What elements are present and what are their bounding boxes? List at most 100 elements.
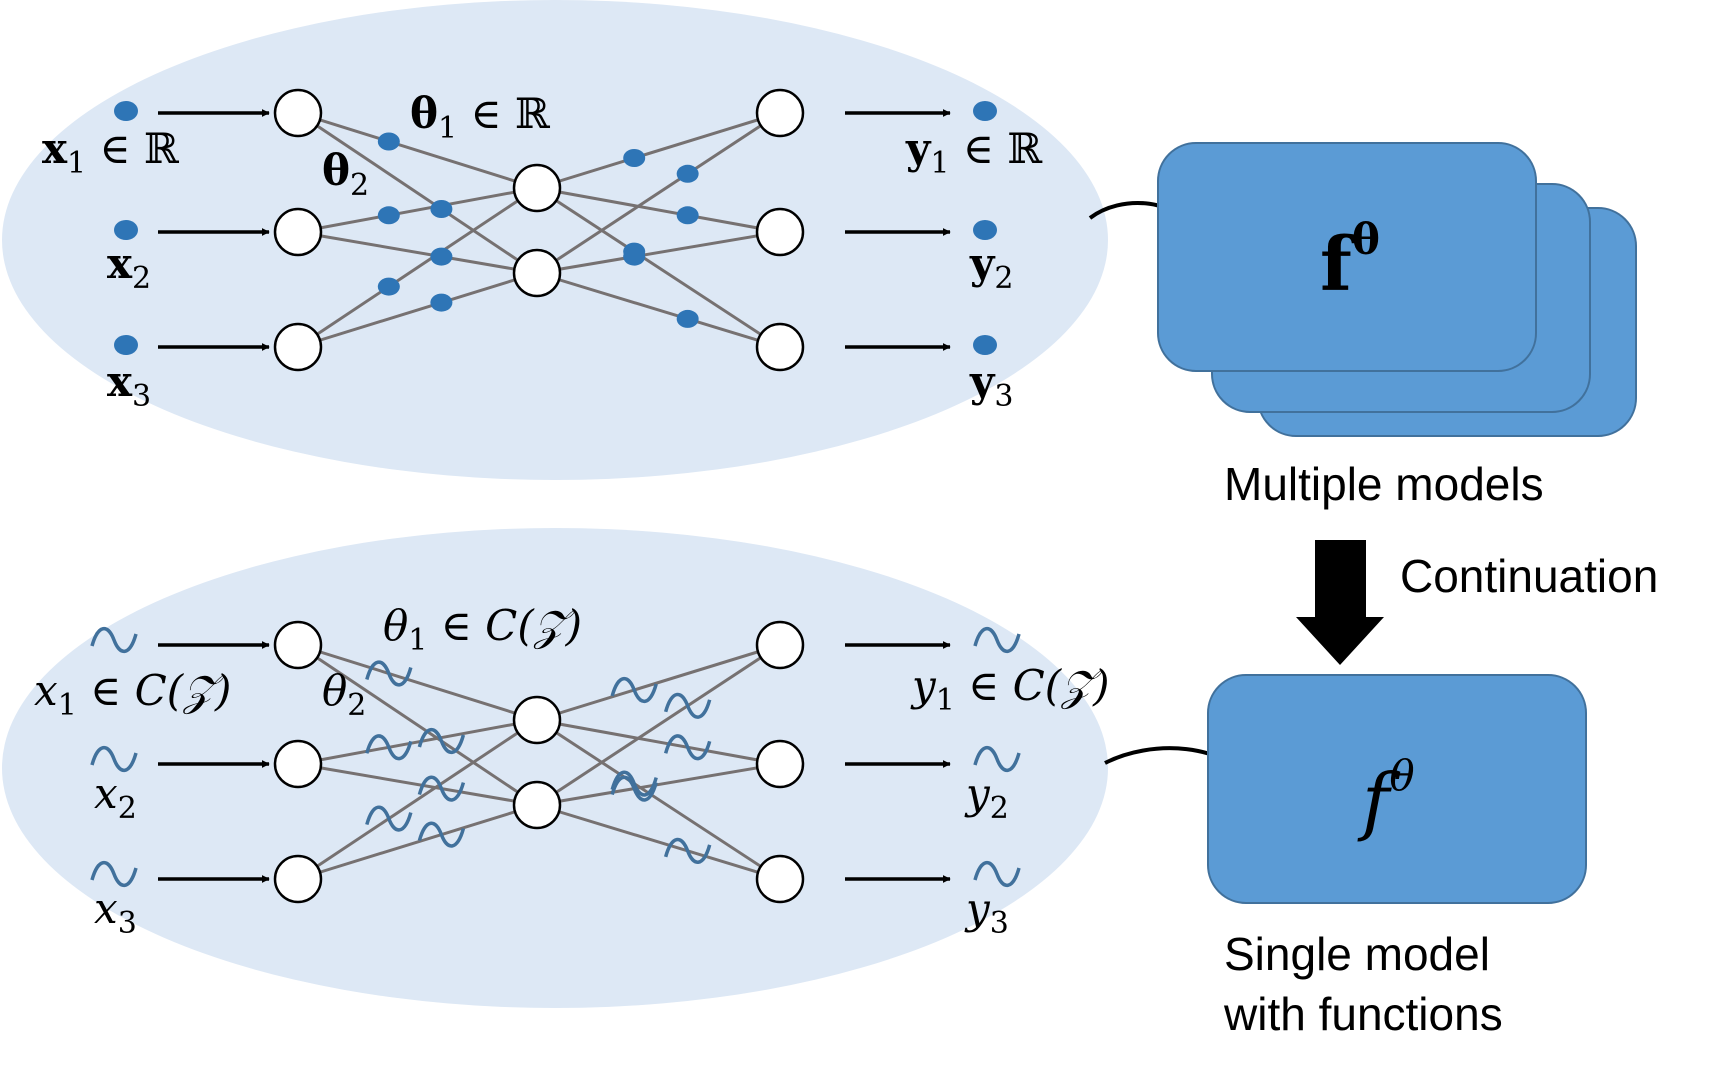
neuron-3 bbox=[273, 854, 323, 904]
output-function-icon-1 bbox=[973, 627, 1021, 653]
bottom-weight-functions bbox=[365, 660, 712, 864]
top-io-arrows bbox=[114, 101, 997, 355]
edge-hidden-2-out-1 bbox=[536, 111, 781, 275]
output-dot-2 bbox=[973, 220, 997, 240]
edge-in-2-hidden-2 bbox=[297, 230, 538, 275]
neuron-8 bbox=[755, 322, 805, 372]
weight-wave-9 bbox=[610, 770, 658, 797]
single-model: fθ bbox=[1207, 674, 1587, 904]
neuron-6 bbox=[755, 620, 805, 670]
weight-wave-2 bbox=[417, 728, 466, 754]
neuron-1 bbox=[273, 620, 323, 670]
edge-hidden-2-out-3 bbox=[536, 803, 781, 881]
output-dot-1 bbox=[973, 101, 997, 121]
single-model-card bbox=[1207, 674, 1587, 904]
neuron-5 bbox=[512, 780, 562, 830]
neuron-6 bbox=[755, 88, 805, 138]
top-theta1-label: θ1 ∈ ℝ bbox=[410, 89, 551, 146]
bottom-input-label-2: x2 bbox=[94, 769, 137, 826]
top-network-ellipse bbox=[2, 0, 1108, 480]
neuron-7 bbox=[755, 739, 805, 789]
edge-hidden-1-out-1 bbox=[536, 111, 781, 190]
bottom-input-label-3: x3 bbox=[94, 884, 137, 941]
input-dot-3 bbox=[114, 335, 138, 355]
weight-wave-10 bbox=[663, 692, 712, 719]
input-dot-2 bbox=[114, 220, 138, 240]
edge-hidden-2-out-2 bbox=[536, 762, 781, 807]
neuron-5 bbox=[512, 248, 562, 298]
continuation-arrow-icon bbox=[1296, 540, 1384, 665]
top-input-label-3: x3 bbox=[107, 357, 151, 414]
edge-in-3-hidden-2 bbox=[297, 803, 538, 881]
weight-wave-5 bbox=[365, 805, 413, 832]
neuron-4 bbox=[512, 695, 562, 745]
bottom-output-label-2: y2 bbox=[964, 769, 1009, 826]
top-output-label-2: y2 bbox=[969, 239, 1014, 296]
bottom-input-label-1: x1 ∈ C(𝒵) bbox=[34, 666, 231, 723]
top-input-label-1: x1 ∈ ℝ bbox=[42, 124, 180, 181]
bottom-caption-line-2: with functions bbox=[1223, 988, 1503, 1040]
edge-hidden-2-out-2 bbox=[536, 230, 781, 275]
weight-dot-10 bbox=[676, 164, 699, 183]
continuation-transition: Continuation bbox=[1296, 540, 1658, 665]
output-function-icon-3 bbox=[973, 861, 1021, 887]
edge-hidden-2-out-3 bbox=[536, 271, 781, 349]
weight-dot-6 bbox=[430, 293, 453, 312]
model-card-front bbox=[1157, 142, 1537, 372]
edge-in-1-hidden-1 bbox=[297, 111, 538, 190]
input-function-icon-3 bbox=[90, 861, 138, 887]
weight-dot-4 bbox=[430, 247, 453, 266]
weight-wave-11 bbox=[610, 775, 658, 802]
neuron-8 bbox=[755, 854, 805, 904]
edge-hidden-1-out-1 bbox=[536, 643, 781, 722]
bottom-panel: x1 ∈ C(𝒵) x2 x3 y1 ∈ C(𝒵) y2 y3 θ1 ∈ C(𝒵… bbox=[2, 528, 1587, 1040]
edge-in-3-hidden-1 bbox=[297, 718, 538, 881]
model-stack: fθ bbox=[1157, 142, 1637, 437]
output-function-icon-2 bbox=[973, 746, 1021, 772]
weight-wave-3 bbox=[365, 734, 413, 761]
edge-in-3-hidden-1 bbox=[297, 186, 538, 349]
edge-in-3-hidden-2 bbox=[297, 271, 538, 349]
edge-in-1-hidden-2 bbox=[297, 111, 538, 275]
continuation-label: Continuation bbox=[1400, 550, 1658, 602]
bottom-output-label-3: y3 bbox=[964, 884, 1009, 941]
weight-dot-7 bbox=[623, 149, 646, 167]
neuron-3 bbox=[273, 322, 323, 372]
output-dot-3 bbox=[973, 335, 997, 355]
edge-in-1-hidden-1 bbox=[297, 643, 538, 722]
neuron-7 bbox=[755, 207, 805, 257]
top-model-label: fθ bbox=[1320, 215, 1380, 308]
bottom-caption-line-1: Single model bbox=[1224, 928, 1490, 980]
bottom-io-arrows bbox=[90, 627, 1021, 887]
weight-wave-4 bbox=[417, 775, 466, 802]
weight-wave-7 bbox=[610, 677, 658, 703]
top-panel: x1 ∈ ℝ x2 x3 y1 ∈ ℝ y2 y3 θ1 ∈ ℝ θ2 bbox=[2, 0, 1637, 510]
top-network-nodes bbox=[273, 88, 805, 372]
input-function-icon-1 bbox=[90, 627, 138, 653]
top-output-label-1: y1 ∈ ℝ bbox=[905, 124, 1043, 181]
edge-hidden-2-out-1 bbox=[536, 643, 781, 807]
weight-dot-8 bbox=[676, 206, 699, 225]
weight-wave-1 bbox=[365, 660, 413, 687]
edge-in-1-hidden-2 bbox=[297, 643, 538, 807]
neuron-4 bbox=[512, 163, 562, 213]
weight-wave-12 bbox=[663, 837, 712, 864]
neuron-2 bbox=[273, 739, 323, 789]
top-network-edges bbox=[297, 111, 781, 349]
edge-hidden-1-out-3 bbox=[536, 186, 781, 349]
weight-dot-3 bbox=[377, 206, 400, 225]
edge-in-2-hidden-1 bbox=[297, 186, 538, 234]
weight-wave-6 bbox=[417, 821, 466, 848]
weight-dot-5 bbox=[377, 277, 400, 296]
weight-dot-11 bbox=[623, 247, 646, 266]
bottom-network-ellipse bbox=[2, 528, 1108, 1008]
bottom-theta1-label: θ1 ∈ C(𝒵) bbox=[383, 601, 582, 658]
weight-wave-8 bbox=[663, 734, 712, 761]
bottom-network-edges bbox=[297, 643, 781, 881]
top-weight-dots bbox=[377, 132, 699, 328]
top-input-label-2: x2 bbox=[107, 239, 151, 296]
neuron-2 bbox=[273, 207, 323, 257]
weight-dot-12 bbox=[676, 309, 699, 328]
bottom-theta2-label: θ2 bbox=[322, 666, 366, 723]
